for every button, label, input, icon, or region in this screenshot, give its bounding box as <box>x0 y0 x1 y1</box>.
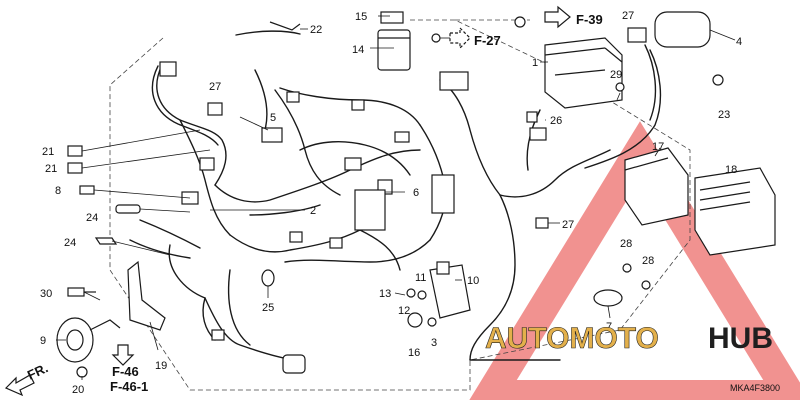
callout-22: 22 <box>310 24 322 36</box>
callout-2: 2 <box>310 205 316 217</box>
ref-label-f46-1: F-46-1 <box>110 379 148 394</box>
callout-28-a: 28 <box>620 238 632 250</box>
component-11-coupler <box>436 261 450 275</box>
callout-5: 5 <box>270 112 276 124</box>
component-21-clip <box>67 145 83 157</box>
component-4-connector <box>627 11 711 48</box>
callout-6: 6 <box>413 187 419 199</box>
callout-30: 30 <box>40 288 52 300</box>
callout-14: 14 <box>352 44 364 56</box>
callout-19: 19 <box>155 360 167 372</box>
callout-25: 25 <box>262 302 274 314</box>
bolt-20 <box>76 366 88 378</box>
callout-3: 3 <box>431 337 437 349</box>
callout-24-a: 24 <box>86 212 98 224</box>
callout-28-b: 28 <box>642 255 654 267</box>
callout-10: 10 <box>467 275 479 287</box>
callout-4: 4 <box>736 36 742 48</box>
arrow-f46 <box>111 344 135 366</box>
part-callouts: 1 2 3 4 5 6 7 8 9 10 11 12 13 14 15 16 1… <box>40 10 742 396</box>
callout-9: 9 <box>40 335 46 347</box>
callout-12: 12 <box>398 305 410 317</box>
svg-text:AUTOMOTO: AUTOMOTO <box>485 322 659 355</box>
component-10-bracket <box>429 264 471 319</box>
component-18-unit <box>694 167 776 256</box>
callout-11: 11 <box>415 272 426 284</box>
watermark-logo: AUTOMOTO HUB <box>485 322 773 356</box>
arrow-fr <box>4 374 35 397</box>
ref-label-f39: F-39 <box>576 12 603 27</box>
callout-1: 1 <box>532 57 538 69</box>
watermark-triangle <box>466 121 800 405</box>
arrow-f27 <box>449 26 471 50</box>
component-6-block <box>431 174 455 214</box>
bolt-8 <box>79 185 95 195</box>
ref-label-f46: F-46 <box>112 364 139 379</box>
component-19-bracket <box>127 260 166 331</box>
component-9-horn <box>56 317 121 363</box>
tie-22 <box>269 21 301 31</box>
callout-18: 18 <box>725 164 737 176</box>
wire-harness <box>129 30 662 361</box>
component-17-unit <box>624 147 689 226</box>
leader-lines <box>56 15 736 380</box>
callout-20: 20 <box>72 384 84 396</box>
callout-7: 7 <box>606 321 612 333</box>
callout-17: 17 <box>652 141 664 153</box>
callout-8: 8 <box>55 185 61 197</box>
components <box>56 11 776 378</box>
callout-21-a: 21 <box>42 146 54 158</box>
diagram-code: MKA4F3800 <box>730 383 780 393</box>
svg-text:HUB: HUB <box>708 322 773 355</box>
component-27-clip <box>207 102 223 116</box>
component-15-cap <box>380 11 404 24</box>
ref-label-f27: F-27 <box>474 33 501 48</box>
callout-16: 16 <box>408 347 420 359</box>
callout-27-a: 27 <box>209 81 221 93</box>
callout-23: 23 <box>718 109 730 121</box>
direction-label-fr: FR. <box>25 360 50 382</box>
arrow-f39 <box>544 5 571 29</box>
component-1-module <box>544 37 623 109</box>
callout-26: 26 <box>550 115 562 127</box>
component-5-clip <box>261 127 283 143</box>
callout-27-b: 27 <box>622 10 634 22</box>
callout-24-b: 24 <box>64 237 76 249</box>
reference-arrows <box>4 5 571 397</box>
callout-13: 13 <box>379 288 391 300</box>
bolt-30 <box>67 287 96 297</box>
callout-21-b: 21 <box>45 163 57 175</box>
callout-27-c: 27 <box>562 219 574 231</box>
component-14-relay <box>377 29 411 71</box>
callout-29: 29 <box>610 69 622 81</box>
callout-15: 15 <box>355 11 367 23</box>
